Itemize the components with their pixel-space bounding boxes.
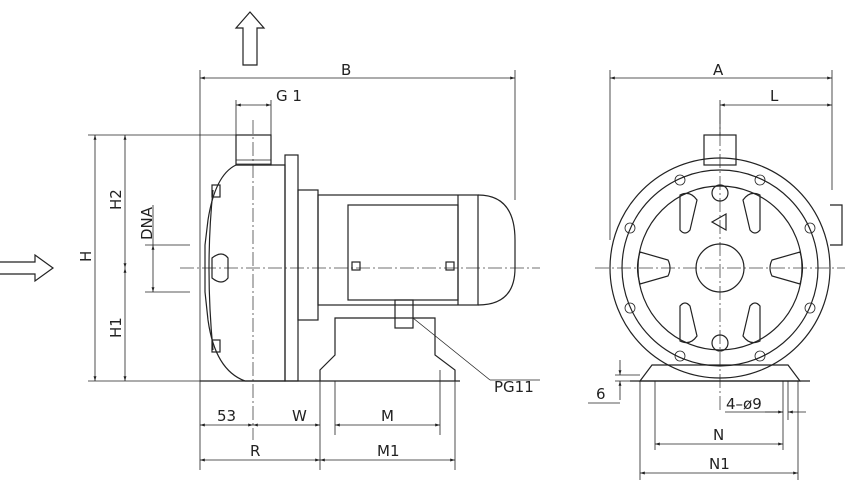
dim-M: M [381,407,394,425]
dim-B: B [341,61,351,79]
dim-A: A [713,61,724,79]
side-view [180,120,540,440]
dim-H: H [77,251,95,262]
outlet-arrow-icon [234,11,266,66]
side-dimensions [88,70,516,470]
dim-53: 53 [217,407,236,425]
dim-N: N [713,426,724,444]
dim-holes: 4–ø9 [726,395,762,413]
dim-W: W [292,407,307,425]
front-view [595,110,845,410]
dim-DNA: DNA [138,206,156,240]
dim-H2: H2 [107,189,125,210]
dim-R: R [250,442,260,460]
dim-N1: N1 [709,455,730,473]
front-dimensions [588,70,833,480]
dim-L: L [770,87,779,105]
dim-H1: H1 [107,317,125,338]
dim-M1: M1 [377,442,400,460]
dim-G1: G 1 [276,87,302,105]
dim-6: 6 [596,385,606,403]
inlet-arrow-icon [0,253,55,283]
label-PG11: PG11 [494,378,534,396]
